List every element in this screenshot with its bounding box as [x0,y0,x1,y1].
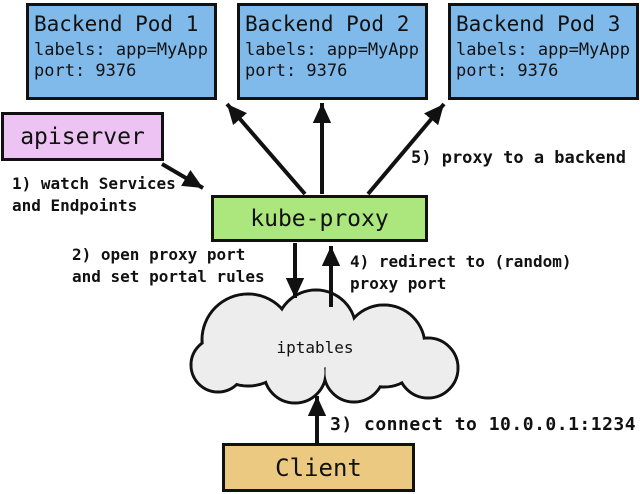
apiserver-label: apiserver [20,123,145,150]
backend-pod-1-labels: labels: app=MyApp [34,40,208,60]
iptables-cloud [189,288,460,405]
backend-pod-1-port: port: 9376 [34,61,137,81]
client-box: Client [222,443,415,492]
annotation-step2-open-proxy-port: 2) open proxy port and set portal rules [72,245,265,286]
backend-pod-2-title: Backend Pod 2 [245,12,410,36]
iptables-label: iptables [276,338,354,357]
backend-pod-1-box: Backend Pod 1 labels: app=MyApp port: 93… [26,3,217,100]
client-label: Client [275,453,362,482]
annotation-step5-proxy-to-backend: 5) proxy to a backend [411,148,626,168]
arrow-kubeproxy-to-pod1 [225,102,307,196]
kube-proxy-label: kube-proxy [250,205,389,232]
backend-pod-3-box: Backend Pod 3 labels: app=MyApp port: 93… [448,3,639,100]
apiserver-box: apiserver [1,112,164,161]
backend-pod-2-box: Backend Pod 2 labels: app=MyApp port: 93… [237,3,428,100]
backend-pod-2-port: port: 9376 [245,61,348,81]
backend-pod-1-title: Backend Pod 1 [34,12,199,36]
arrow-apiserver-to-kubeproxy [160,162,205,190]
backend-pod-2-labels: labels: app=MyApp [245,40,419,60]
annotation-step4-redirect: 4) redirect to (random) proxy port [350,252,572,293]
kube-proxy-box: kube-proxy [211,195,428,242]
backend-pod-3-labels: labels: app=MyApp [456,40,630,60]
arrow-kubeproxy-to-pod3 [366,102,446,196]
backend-pod-3-port: port: 9376 [456,61,559,81]
annotation-step1-watch-services: 1) watch Services and Endpoints [12,174,176,215]
annotation-step3-connect: 3) connect to 10.0.0.1:1234 [330,414,637,435]
backend-pod-3-title: Backend Pod 3 [456,12,621,36]
